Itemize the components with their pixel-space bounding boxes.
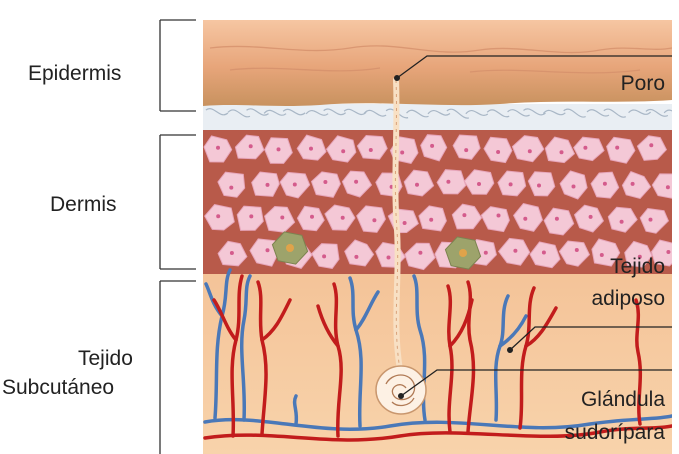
cell-nucleus (555, 217, 559, 221)
cell-nucleus (354, 180, 358, 184)
cell-nucleus (310, 215, 314, 219)
cell-nucleus (446, 180, 450, 184)
cell-nucleus (322, 254, 326, 258)
cell-nucleus (631, 182, 635, 186)
cell-nucleus (583, 146, 587, 150)
cell-nucleus (600, 253, 604, 257)
cell-nucleus (249, 144, 253, 148)
cell-nucleus (230, 251, 234, 255)
cell-nucleus (464, 148, 468, 152)
cell-nucleus (400, 151, 404, 155)
cell-nucleus (649, 143, 653, 147)
cell-nucleus (496, 150, 500, 154)
label-gland-2: sudorípara (565, 421, 666, 444)
cell-nucleus (415, 183, 419, 187)
cell-nucleus (666, 185, 670, 189)
cell-nucleus (575, 248, 579, 252)
label-dermis: Dermis (50, 193, 117, 216)
brackets (160, 20, 196, 454)
cell-nucleus (354, 255, 358, 259)
label-epidermis: Epidermis (28, 62, 121, 85)
cell-nucleus (293, 183, 297, 187)
cell-nucleus (615, 146, 619, 150)
cell-nucleus (462, 213, 466, 217)
gland-dot (398, 393, 404, 399)
cell-nucleus (528, 149, 532, 153)
epidermis-layer (203, 20, 672, 106)
cell-nucleus (429, 218, 433, 222)
basal-layer (203, 104, 672, 130)
adipose-dot (507, 347, 513, 353)
label-pore: Poro (621, 72, 665, 95)
cell-nucleus (603, 182, 607, 186)
cell-nucleus (572, 185, 576, 189)
cell-nucleus (513, 249, 517, 253)
cell-nucleus (266, 248, 270, 252)
label-gland-1: Glándula (581, 388, 665, 411)
cell-nucleus (649, 218, 653, 222)
cell-nucleus (309, 147, 313, 151)
cell-nucleus (216, 146, 220, 150)
cell-nucleus (323, 180, 327, 184)
cell-nucleus (341, 149, 345, 153)
cell-nucleus (418, 251, 422, 255)
cell-nucleus (249, 214, 253, 218)
pigment-nucleus (459, 249, 467, 257)
cell-nucleus (542, 251, 546, 255)
label-subcutaneous-2: Subcutáneo (2, 376, 114, 399)
cell-nucleus (523, 217, 527, 221)
cell-nucleus (430, 144, 434, 148)
cell-nucleus (277, 147, 281, 151)
cell-nucleus (477, 182, 481, 186)
pigment-nucleus (286, 244, 294, 252)
cell-nucleus (537, 184, 541, 188)
cell-nucleus (589, 215, 593, 219)
cell-nucleus (403, 221, 407, 225)
label-adipose-2: adiposo (591, 287, 665, 310)
cell-nucleus (387, 256, 391, 260)
cell-nucleus (484, 251, 488, 255)
cell-nucleus (266, 183, 270, 187)
cell-nucleus (666, 250, 670, 254)
cell-nucleus (560, 150, 564, 154)
cell-nucleus (341, 216, 345, 220)
cell-nucleus (229, 186, 233, 190)
cell-nucleus (620, 220, 624, 224)
label-adipose-1: Tejido (610, 255, 665, 278)
cell-nucleus (497, 214, 501, 218)
sweat-gland (376, 366, 426, 414)
cell-nucleus (509, 182, 513, 186)
cell-nucleus (369, 148, 373, 152)
label-subcutaneous-1: Tejido (78, 347, 133, 370)
cell-nucleus (280, 216, 284, 220)
cell-nucleus (372, 218, 376, 222)
cell-nucleus (216, 214, 220, 218)
